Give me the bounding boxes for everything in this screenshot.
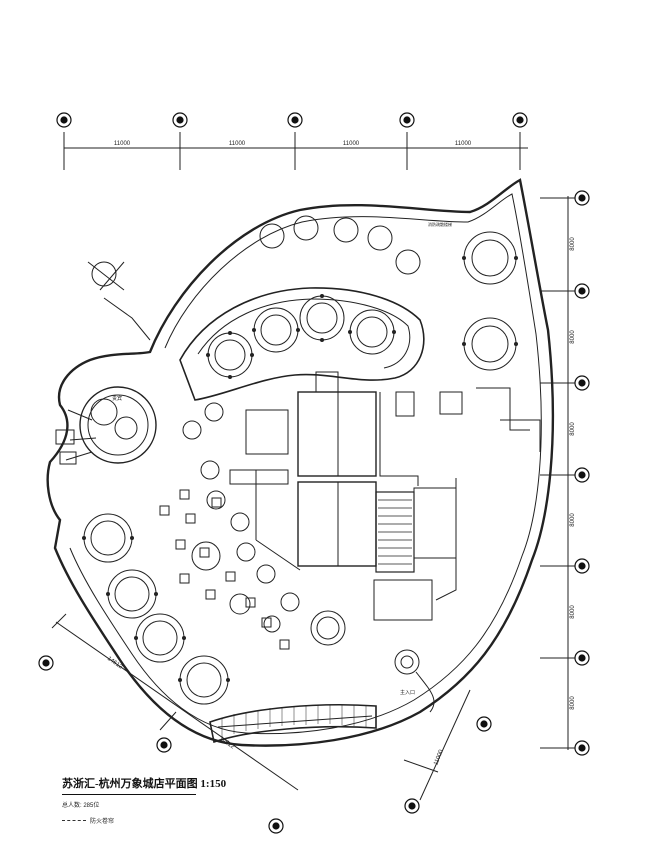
entrance-feature (394, 649, 420, 675)
lower-right-dimension-line (419, 689, 471, 801)
round-table (191, 541, 221, 571)
private-room-table (107, 569, 157, 619)
booth-table (395, 249, 421, 275)
axis-marker (399, 112, 415, 128)
axis-marker (574, 558, 590, 574)
small-table (204, 402, 224, 422)
top-dim-1: 11000 (114, 141, 131, 147)
private-room-table (83, 513, 133, 563)
axis-marker (574, 375, 590, 391)
private-room-table (253, 307, 299, 353)
right-dim-5: 8000 (570, 605, 576, 619)
right-axis-ticks (540, 197, 580, 749)
booth-table (293, 215, 319, 241)
axis-marker (512, 112, 528, 128)
title-block: 苏浙汇-杭州万象城店平面图 1:150 总人数: 285位 防火卷帘 (62, 775, 226, 825)
small-table (200, 460, 220, 480)
drawing-title: 苏浙汇-杭州万象城店平面图 1:150 (62, 778, 227, 790)
top-axis-ticks (63, 132, 521, 170)
axis-marker (574, 740, 590, 756)
axis-marker (172, 112, 188, 128)
four-top-table (211, 497, 222, 508)
round-table (280, 592, 300, 612)
small-table (182, 420, 202, 440)
stair-note-label: 消防疏散楼梯 (428, 221, 452, 227)
title-underline (62, 794, 196, 795)
axis-marker (287, 112, 303, 128)
axis-marker (476, 716, 492, 732)
axis-marker (268, 818, 284, 834)
axis-marker (38, 655, 54, 671)
right-dim-1: 8000 (570, 237, 576, 251)
four-top-table (205, 589, 216, 600)
axis-marker (574, 650, 590, 666)
axis-marker (574, 190, 590, 206)
building-inner-wall (69, 193, 542, 735)
round-lobby-outer (79, 386, 157, 464)
booth-table (259, 223, 285, 249)
round-table (256, 564, 276, 584)
right-dim-6: 8000 (570, 696, 576, 710)
vip-label: 贵宾 (112, 395, 122, 402)
four-top-table (225, 571, 236, 582)
inner-curved-wall (179, 287, 425, 401)
round-table (236, 542, 256, 562)
round-table (229, 593, 251, 615)
private-room-table (207, 332, 253, 378)
building-outer-wall (46, 178, 555, 747)
four-top-table (279, 639, 290, 650)
round-table-large (310, 610, 346, 646)
entrance-label: 主入口 (400, 689, 415, 696)
core-block-1 (297, 391, 377, 477)
diag-dim-1: 14612 (106, 656, 124, 671)
axis-marker (574, 283, 590, 299)
right-dim-2: 8000 (570, 330, 576, 344)
right-dim-4: 8000 (570, 513, 576, 527)
four-top-table (179, 489, 190, 500)
right-dim-3: 8000 (570, 422, 576, 436)
core-block-2 (297, 481, 377, 567)
four-top-table (185, 513, 196, 524)
axis-marker (574, 467, 590, 483)
round-table (230, 512, 250, 532)
booth-table (367, 225, 393, 251)
round-table (263, 615, 281, 633)
four-top-table (261, 617, 272, 628)
booth-table (333, 217, 359, 243)
lower-right-dim: 11000 (433, 748, 445, 766)
four-top-table (245, 597, 256, 608)
legend-text: 防火卷帘 (90, 819, 115, 825)
axis-marker (56, 112, 72, 128)
top-dim-3: 11000 (343, 141, 360, 147)
private-room-table (135, 613, 185, 663)
private-room-table (463, 317, 517, 371)
private-room-table (463, 231, 517, 285)
private-room-table (299, 295, 345, 341)
axis-marker (404, 798, 420, 814)
top-dim-2: 11000 (229, 141, 246, 147)
private-room-table (179, 655, 229, 705)
total-seats-label: 总人数: 285位 (62, 803, 100, 809)
diagonal-dimension-line (55, 621, 299, 791)
four-top-table (179, 573, 190, 584)
four-top-table (199, 547, 210, 558)
legend-row: 防火卷帘 (62, 816, 226, 825)
top-dim-4: 11000 (455, 141, 472, 147)
legend-dash-symbol (62, 820, 86, 821)
four-top-table (175, 539, 186, 550)
private-room-table (349, 309, 395, 355)
four-top-table (159, 505, 170, 516)
round-table (206, 490, 226, 510)
axis-marker (156, 737, 172, 753)
